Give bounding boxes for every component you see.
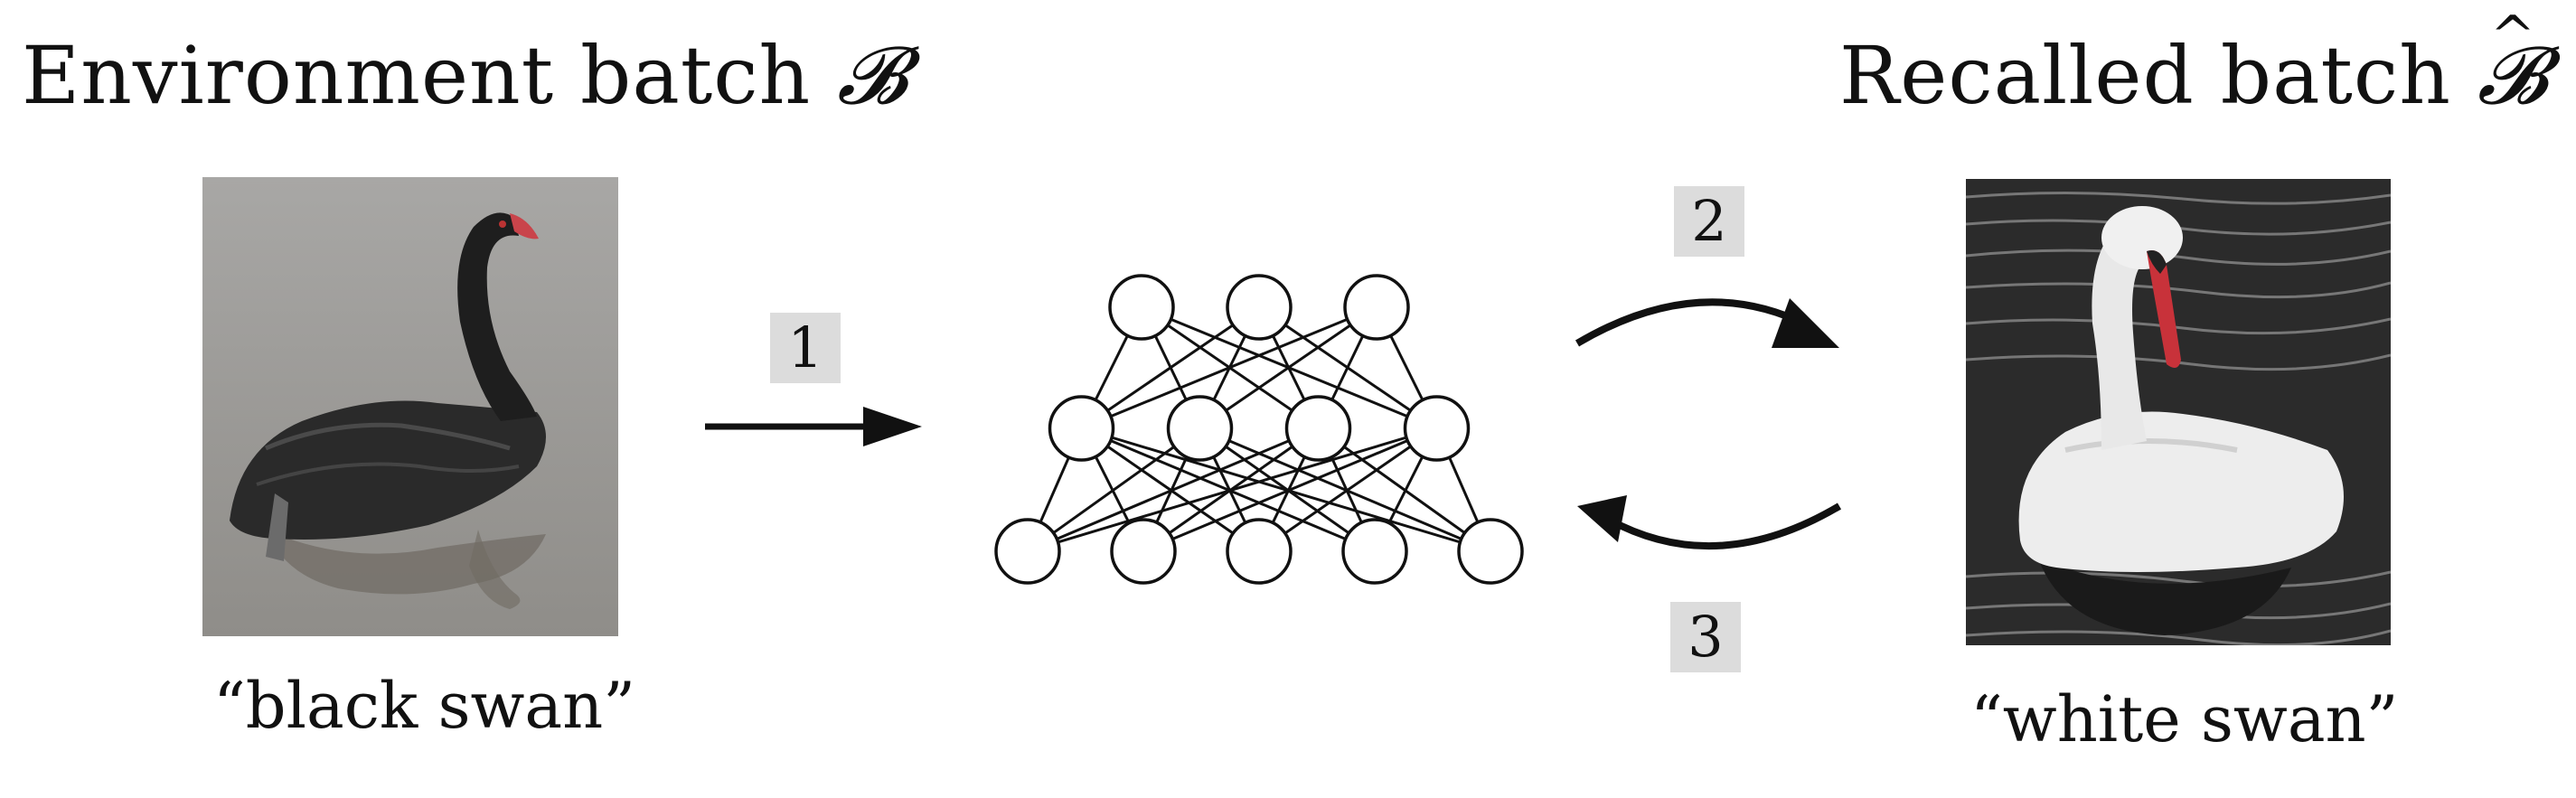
recalled-batch-title: Recalled batch 𝓑 xyxy=(1839,9,2549,116)
network-edge xyxy=(1142,427,1438,553)
network-edge xyxy=(1027,427,1201,553)
network-node xyxy=(1226,274,1293,341)
network-node xyxy=(1048,395,1115,462)
network-node xyxy=(1284,395,1352,462)
network-edge xyxy=(1080,305,1377,430)
white-swan-image xyxy=(1966,179,2391,645)
network-node xyxy=(1166,395,1234,462)
environment-batch-title-text: Environment batch xyxy=(22,29,812,122)
arrow-1 xyxy=(705,407,922,446)
step-2-badge: 2 xyxy=(1674,186,1744,257)
black-swan-caption: “black swan” xyxy=(213,669,636,743)
recalled-batch-title-text: Recalled batch xyxy=(1839,29,2451,122)
environment-batch-symbol: 𝓑 xyxy=(837,29,908,122)
network-node xyxy=(1108,274,1175,341)
arrow-3 xyxy=(1577,495,1842,550)
network-edge xyxy=(1027,427,1437,553)
black-swan-image xyxy=(202,177,618,636)
network-node xyxy=(1457,518,1524,585)
step-3-badge: 3 xyxy=(1670,602,1741,672)
network-edge xyxy=(1199,305,1377,430)
white-swan-caption: “white swan” xyxy=(1970,682,2399,756)
arrow-2 xyxy=(1575,298,1839,348)
network-node xyxy=(1341,518,1408,585)
step-1-badge: 1 xyxy=(770,313,841,383)
network-node xyxy=(1226,518,1293,585)
recalled-batch-symbol: 𝓑 xyxy=(2477,9,2549,116)
network-edge xyxy=(1258,427,1438,553)
network-edge xyxy=(1027,427,1320,553)
network-edge xyxy=(1080,305,1260,430)
network-node xyxy=(1403,395,1471,462)
neural-network xyxy=(994,274,1524,585)
network-node xyxy=(994,518,1061,585)
environment-batch-title: Environment batch 𝓑 xyxy=(22,36,908,116)
network-node xyxy=(1343,274,1410,341)
network-node xyxy=(1110,518,1177,585)
